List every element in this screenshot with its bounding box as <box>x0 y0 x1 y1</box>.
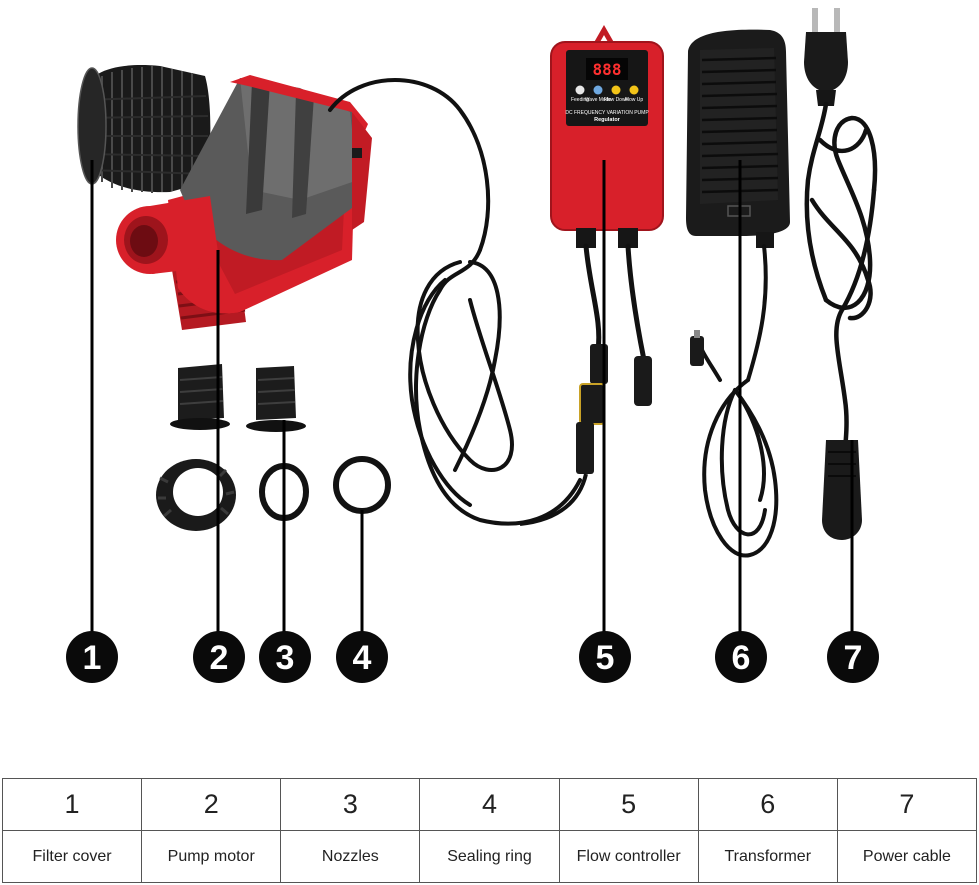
controller-button-label: Wave Mode <box>585 97 612 103</box>
part-number-cell: 4 <box>419 778 560 831</box>
part-number-cell: 3 <box>280 778 421 831</box>
svg-text:2: 2 <box>210 639 229 677</box>
product-photo: 888 Feeding Wave Mode Flow Down Flow Up … <box>66 8 879 683</box>
part-number-cell: 7 <box>836 778 978 831</box>
parts-table-number-row: 1 2 3 4 5 6 7 <box>1 778 978 831</box>
parts-table: 1 2 3 4 5 6 7 Filter cover Pump motor No… <box>1 778 978 883</box>
svg-text:4: 4 <box>353 639 372 677</box>
part-name-cell: Transformer <box>697 830 838 883</box>
svg-text:3: 3 <box>276 639 295 677</box>
part-name-cell: Filter cover <box>1 830 143 883</box>
number-badges: 1 2 3 4 5 6 7 <box>66 631 879 683</box>
svg-text:7: 7 <box>844 639 863 677</box>
transformer <box>686 29 790 558</box>
badge-2: 2 <box>193 631 245 683</box>
part-name-cell: Pump motor <box>141 830 282 883</box>
sealing-rings <box>259 456 391 521</box>
leader-lines <box>90 160 854 636</box>
badge-3: 3 <box>259 631 311 683</box>
badge-7: 7 <box>827 631 879 683</box>
svg-text:6: 6 <box>732 639 751 677</box>
badge-5: 5 <box>579 631 631 683</box>
svg-text:5: 5 <box>596 639 615 677</box>
pump-cable <box>328 78 582 526</box>
part-number-cell: 1 <box>1 778 143 831</box>
part-number-cell: 5 <box>558 778 699 831</box>
power-cable <box>804 8 878 540</box>
part-name-cell: Flow controller <box>558 830 699 883</box>
part-name-cell: Nozzles <box>280 830 421 883</box>
badge-6: 6 <box>715 631 767 683</box>
badge-1: 1 <box>66 631 118 683</box>
part-number-cell: 2 <box>141 778 282 831</box>
part-number-cell: 6 <box>697 778 838 831</box>
parts-table-name-row: Filter cover Pump motor Nozzles Sealing … <box>1 830 978 883</box>
nozzles <box>156 364 306 531</box>
controller-button-label: Flow Up <box>625 97 644 103</box>
controller-label-line1: DC FREQUENCY VARIATION PUMP <box>565 110 649 116</box>
filter-cover <box>77 65 211 193</box>
badge-4: 4 <box>336 631 388 683</box>
pump-motor <box>116 75 372 330</box>
controller-display: 888 <box>593 60 622 79</box>
part-name-cell: Sealing ring <box>419 830 560 883</box>
part-name-cell: Power cable <box>836 830 978 883</box>
controller-label-line2: Regulator <box>594 117 621 123</box>
controller-button-label: Feeding <box>571 97 589 103</box>
svg-text:1: 1 <box>83 639 102 677</box>
flow-controller: 888 Feeding Wave Mode Flow Down Flow Up … <box>519 24 664 526</box>
controller-button-label: Flow Down <box>604 97 629 103</box>
